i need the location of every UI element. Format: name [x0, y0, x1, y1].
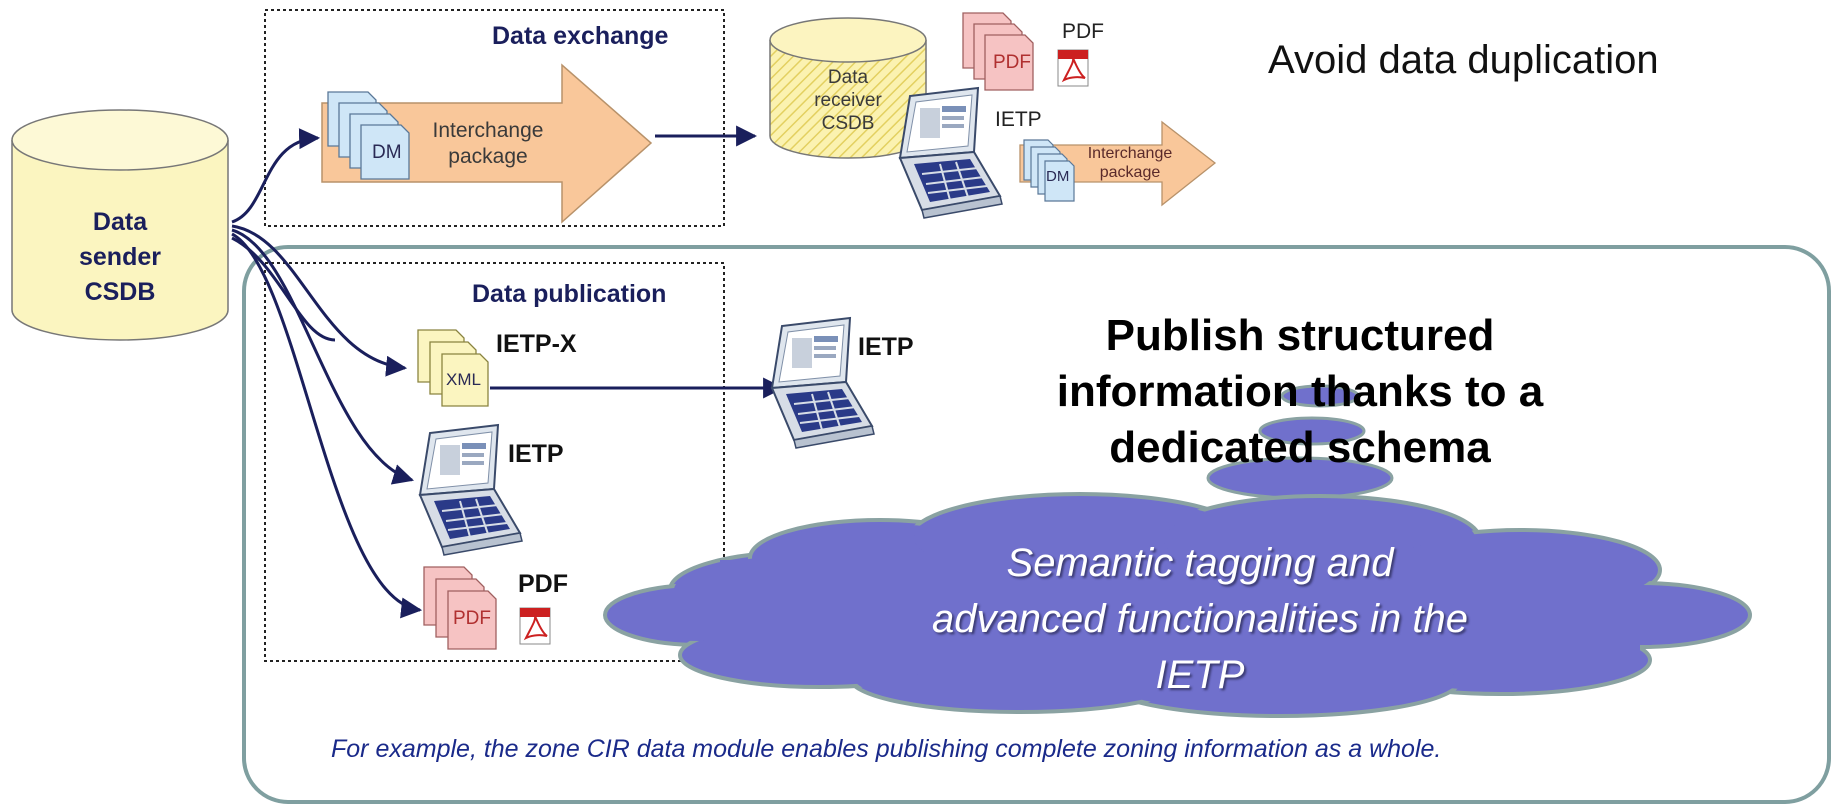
sender-db-icon: [11, 109, 229, 341]
receiver-laptop-icon: [899, 87, 1003, 219]
publish-line-2: information thanks to a: [1056, 367, 1544, 416]
example-text: For example, the zone CIR data module en…: [331, 735, 1442, 763]
exchange-group-box: [264, 9, 725, 227]
interchange-arrow: [321, 63, 653, 224]
curve-to-xml: [231, 224, 408, 377]
interchange-package-label: Interchange package: [432, 119, 544, 168]
target-ietp-label: IETP: [858, 333, 914, 361]
receiver-package-label: Interchange package: [1087, 145, 1173, 181]
cloud-line-1: Semantic tagging and: [1006, 541, 1394, 585]
curve-to-exchange: [231, 128, 321, 224]
receiver-db-label: Data receiver CSDB: [790, 66, 906, 135]
receiver-db-line-2: receiver: [814, 90, 882, 111]
sender-db-line-2: sender: [79, 243, 161, 271]
receiver-dm-label: DM: [1046, 168, 1070, 185]
publication-ietp-label: IETP: [508, 440, 564, 468]
sender-db-line-3: CSDB: [84, 278, 156, 306]
exchange-title: Data exchange: [492, 22, 669, 50]
publication-pdf-label: PDF: [518, 570, 568, 598]
publication-title: Data publication: [472, 280, 667, 308]
xml-documents-icon: [417, 329, 489, 407]
thought-bubble-small: [1280, 384, 1360, 408]
curve-to-ietp: [231, 228, 415, 485]
curve-to-pdf: [231, 232, 423, 619]
cloud-line-2: advanced functionalities in the: [932, 597, 1468, 641]
avoid-duplication-text: Avoid data duplication: [1268, 38, 1659, 82]
receiver-acrobat-icon: [1057, 49, 1089, 87]
receiver-dm-documents-icon: [1023, 139, 1075, 202]
receiver-db-line-1: Data: [827, 67, 869, 88]
publication-acrobat-icon: [519, 607, 551, 645]
sender-db-line-1: Data: [92, 208, 148, 236]
receiver-pdf-documents-icon: [962, 12, 1034, 91]
publish-line-1: Publish structured: [1105, 311, 1495, 360]
thought-bubble-medium: [1258, 416, 1366, 446]
xml-label: XML: [446, 370, 481, 389]
publication-pdf-documents-icon: [423, 566, 497, 650]
publish-structured-text: Publish structured information thanks to…: [980, 308, 1620, 476]
receiver-pdf-doc-label: PDF: [993, 52, 1031, 73]
receiver-ietp-label: IETP: [995, 108, 1042, 131]
publication-pdf-doc-label: PDF: [453, 608, 491, 629]
cloud-shape: [603, 492, 1752, 718]
sender-db-label: Data sender CSDB: [62, 205, 178, 310]
dm-documents-icon: [327, 91, 410, 180]
receiver-db-icon: [769, 17, 927, 159]
receiver-db-line-3: CSDB: [821, 113, 875, 134]
publish-line-3: dedicated schema: [1109, 423, 1491, 472]
dm-label: DM: [372, 142, 402, 163]
receiver-pdf-label: PDF: [1062, 20, 1104, 43]
ietpx-label: IETP-X: [496, 330, 577, 358]
cloud-line-3: IETP: [1155, 653, 1245, 697]
cloud-text: Semantic tagging and advanced functional…: [780, 535, 1620, 703]
publication-group-box: [264, 262, 725, 662]
